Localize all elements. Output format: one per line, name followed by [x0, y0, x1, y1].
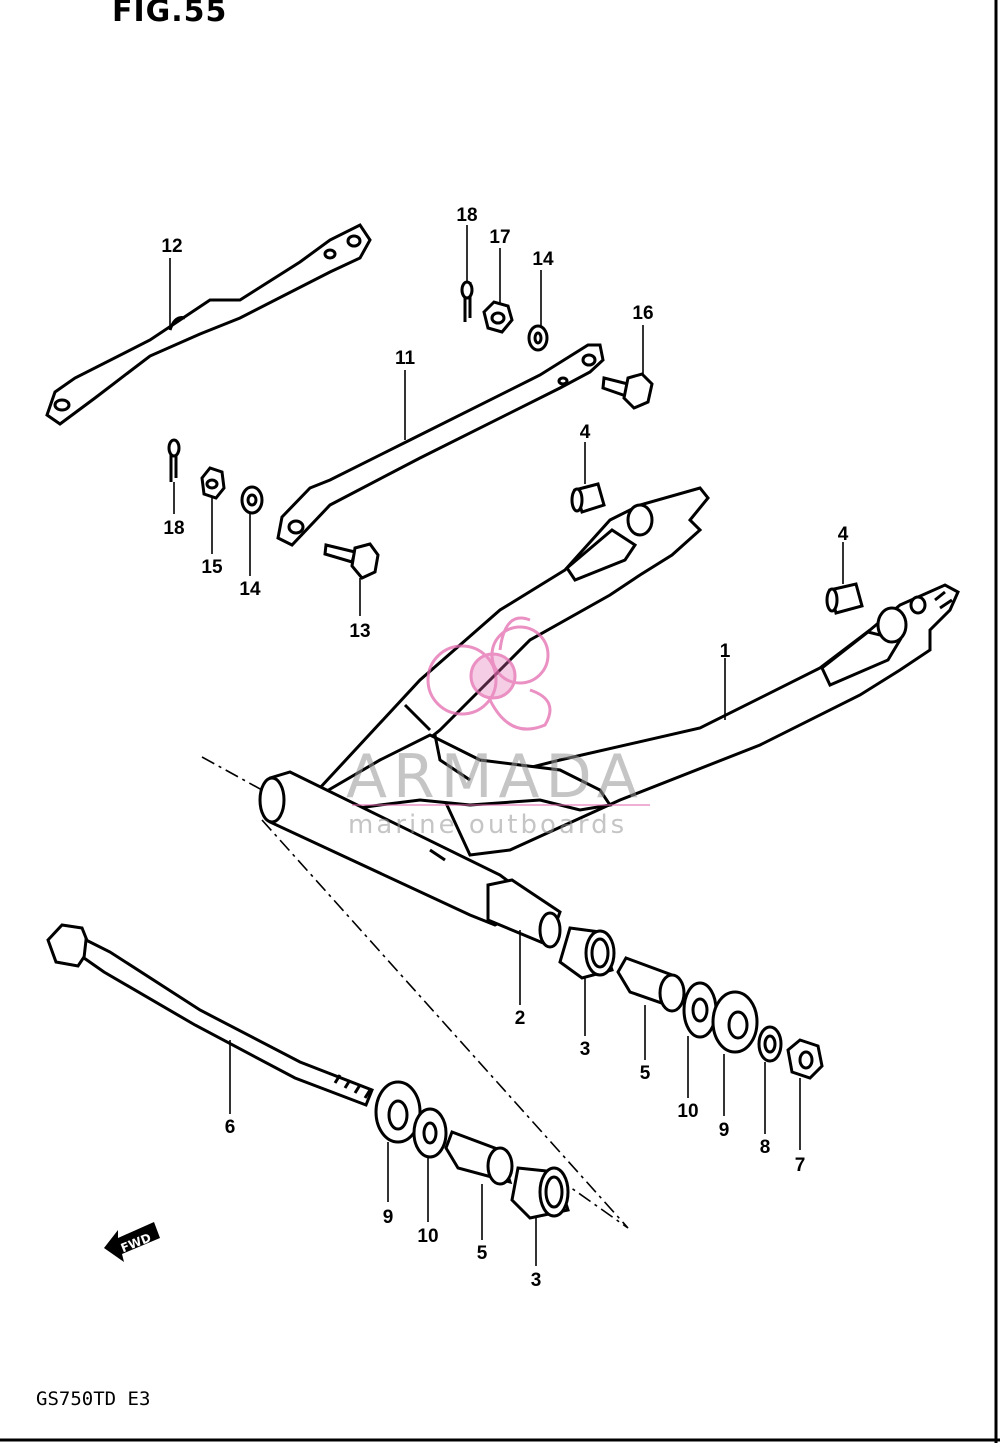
part-9-seal-right: [711, 990, 759, 1054]
fwd-arrow-icon: FWD: [104, 1222, 160, 1262]
part-17-nut: [482, 300, 514, 334]
part-11-bar: [276, 343, 605, 547]
part-15-nut: [200, 466, 226, 500]
callout-18: 18: [456, 205, 477, 226]
part-4-bushing-left: [570, 482, 606, 514]
assembly-axis-line: [201, 756, 629, 1229]
callout-15: 15: [201, 557, 223, 578]
part-12-bar: [45, 223, 372, 426]
part-16-bolt: [601, 372, 654, 410]
callout-10: 10: [677, 1101, 698, 1122]
callout-3: 3: [531, 1270, 542, 1291]
part-10-washer-right: [682, 981, 718, 1039]
callout-6: 6: [225, 1117, 236, 1138]
callout-1: 1: [720, 641, 731, 662]
callout-12: 12: [161, 236, 182, 257]
leader-lines: [169, 225, 844, 1266]
watermark-logo-icon: [426, 616, 552, 731]
part-3-bearing-right: [558, 926, 616, 980]
model-code: GS750TD E3: [36, 1388, 151, 1410]
part-13-bolt: [323, 542, 380, 580]
callout-4: 4: [838, 524, 849, 545]
callout-4: 4: [580, 422, 591, 443]
callout-3: 3: [580, 1039, 591, 1060]
callout-7: 7: [795, 1155, 806, 1176]
callout-14: 14: [532, 249, 554, 270]
part-14-washer-lower: [240, 485, 264, 515]
callout-9: 9: [719, 1120, 730, 1141]
figure-title: FIG.55: [112, 0, 228, 29]
part-18-cotter-pin-lower: [167, 438, 181, 482]
callout-18: 18: [163, 518, 184, 539]
callout-5: 5: [640, 1063, 651, 1084]
callout-labels: 1 2 3 3 4 4 5 5 6 7 8 9 9 10 10 11 12 13…: [161, 205, 848, 1291]
part-8-washer: [757, 1025, 783, 1063]
part-18-cotter-pin-upper: [460, 280, 474, 322]
callout-8: 8: [760, 1137, 771, 1158]
callout-5: 5: [477, 1243, 488, 1264]
part-4-bushing-right: [825, 582, 864, 615]
watermark-brand: ARMADA: [346, 742, 644, 812]
part-5-spacer-left: [444, 1130, 514, 1186]
callout-2: 2: [515, 1008, 526, 1029]
watermark-tagline: marine outboards: [348, 810, 628, 840]
callout-11: 11: [395, 348, 416, 369]
callout-9: 9: [383, 1207, 394, 1228]
part-14-washer-upper: [527, 324, 549, 352]
part-9-seal-left: [374, 1080, 422, 1144]
callout-17: 17: [489, 227, 510, 248]
part-1-swing-arm: [258, 486, 960, 927]
callout-16: 16: [632, 303, 653, 324]
part-5-spacer-right: [616, 956, 686, 1013]
callout-13: 13: [349, 621, 370, 642]
part-3-bearing-left: [510, 1166, 570, 1220]
callout-14: 14: [239, 579, 261, 600]
part-6-pivot-bolt: [46, 923, 374, 1107]
callout-10: 10: [417, 1226, 438, 1247]
part-2-sleeve: [486, 878, 562, 949]
part-7-nut: [786, 1038, 824, 1080]
part-10-washer-left: [412, 1107, 448, 1159]
